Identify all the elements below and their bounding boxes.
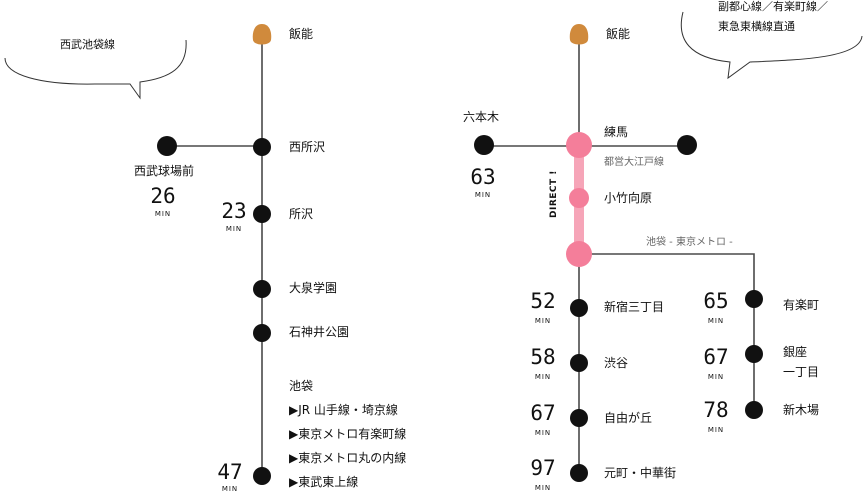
station-shinjuku-sanchome — [570, 299, 588, 317]
label-shakujiikoen: 石神井公園 — [289, 325, 350, 339]
min-unit: MIN — [534, 317, 552, 325]
min-unit: MIN — [225, 225, 243, 233]
min-unit: MIN — [534, 484, 552, 492]
station-jiyugaoka — [570, 409, 588, 427]
label-tokorozawa: 所沢 — [289, 207, 314, 221]
label-shinkiba: 新木場 — [783, 403, 820, 417]
time-shibuya: 58 — [530, 345, 556, 369]
label-roppongi: 六本木 — [463, 110, 500, 124]
yurakucho-line — [579, 253, 755, 414]
station-tokorozawa — [253, 205, 271, 223]
hanno-terminus-left — [252, 24, 272, 45]
direct-label: DIRECT ! — [549, 170, 559, 218]
right-bubble-label-1: 副都心線／有楽町線／ — [718, 0, 828, 13]
label-ikebukuro-metro: 池袋 - 東京メトロ - — [646, 237, 733, 248]
station-shibuya — [570, 354, 588, 372]
time-seibu-kyujomae: 26 — [150, 184, 176, 208]
label-hanno-left: 飯能 — [289, 27, 314, 41]
label-jiyugaoka: 自由が丘 — [604, 411, 653, 425]
station-kotakemukaihara — [569, 188, 589, 208]
station-motomachi — [570, 464, 588, 482]
min-unit: MIN — [707, 426, 725, 434]
left-bubble — [4, 39, 187, 100]
min-unit: MIN — [154, 210, 172, 218]
min-unit: MIN — [707, 317, 725, 325]
station-nerima-hub — [566, 132, 592, 158]
label-kotakemukaihara: 小竹向原 — [604, 191, 653, 205]
min-unit: MIN — [707, 373, 725, 381]
right-bubble — [680, 11, 863, 80]
label-nerima: 練馬 — [604, 125, 629, 139]
min-unit: MIN — [221, 485, 239, 493]
time-yurakucho: 65 — [703, 289, 729, 313]
label-oizumigakuen: 大泉学園 — [289, 281, 338, 295]
station-seibu-kyujomae — [157, 136, 177, 156]
label-nishitokorozawa: 西所沢 — [289, 140, 326, 154]
label-yurakucho: 有楽町 — [783, 298, 820, 312]
time-jiyugaoka: 67 — [530, 401, 556, 425]
station-ginza-itchome — [745, 345, 763, 363]
station-shakujiikoen — [253, 324, 271, 342]
label-hanno-right: 飯能 — [606, 27, 631, 41]
hanno-terminus-right — [569, 24, 589, 45]
station-ikebukuro-left — [253, 467, 271, 485]
time-tokorozawa: 23 — [221, 199, 247, 223]
time-roppongi: 63 — [470, 165, 496, 189]
right-bubble-label-2: 東急東横線直通 — [718, 20, 795, 33]
min-unit: MIN — [474, 191, 492, 199]
label-shibuya: 渋谷 — [604, 356, 629, 370]
label-oedo-line: 都営大江戸線 — [604, 157, 664, 168]
time-ikebukuro-left: 47 — [217, 460, 243, 484]
min-unit: MIN — [534, 429, 552, 437]
label-shinjuku-sanchome: 新宿三丁目 — [604, 300, 665, 314]
time-ginza-itchome: 67 — [703, 345, 729, 369]
station-shinkiba — [745, 401, 763, 419]
station-roppongi — [474, 135, 494, 155]
transfer-item: ▶JR 山手線・埼京線 — [289, 403, 398, 417]
station-nishitokorozawa — [253, 138, 271, 156]
time-motomachi: 97 — [530, 456, 556, 480]
station-oedo-east — [677, 135, 697, 155]
time-shinjuku-sanchome: 52 — [530, 289, 556, 313]
time-shinkiba: 78 — [703, 398, 729, 422]
transfer-item: ▶東京メトロ丸の内線 — [289, 451, 407, 465]
station-yurakucho — [745, 290, 763, 308]
station-oizumigakuen — [253, 280, 271, 298]
transfer-item: ▶東武東上線 — [289, 475, 359, 489]
left-bubble-label: 西武池袋線 — [60, 38, 115, 51]
label-seibu-kyujomae: 西武球場前 — [134, 164, 195, 178]
label-ginza-itchome-1: 銀座 — [783, 345, 808, 359]
min-unit: MIN — [534, 373, 552, 381]
ikebukuro-transfer-list: ▶JR 山手線・埼京線 ▶東京メトロ有楽町線 ▶東京メトロ丸の内線 ▶東武東上線 — [289, 398, 406, 494]
label-ikebukuro-left: 池袋 — [289, 379, 314, 393]
label-motomachi: 元町・中華街 — [604, 466, 677, 480]
label-ginza-itchome-2: 一丁目 — [783, 365, 820, 379]
transfer-item: ▶東京メトロ有楽町線 — [289, 427, 407, 441]
station-ikebukuro-hub — [566, 241, 592, 267]
